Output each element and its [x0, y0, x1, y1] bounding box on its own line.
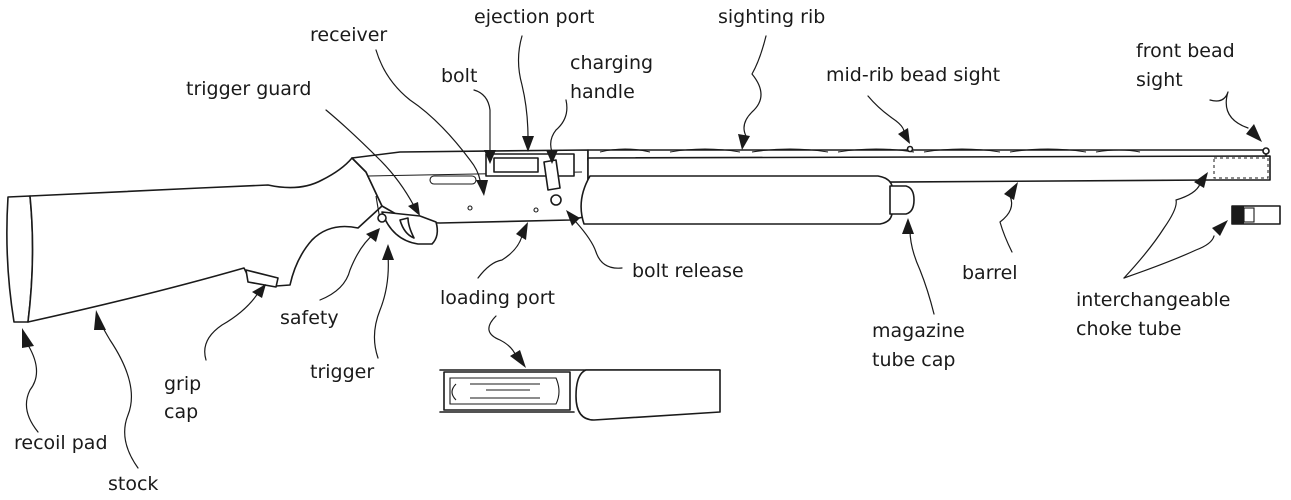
label-choke-tube-line2: choke tube	[1076, 318, 1181, 340]
labels: recoil pad stock grip cap trigger safety…	[14, 6, 1235, 495]
loading-port-inset	[439, 369, 721, 421]
magazine-tube-cap-shape	[889, 185, 915, 215]
label-recoil-pad: recoil pad	[14, 432, 108, 454]
label-magazine-tube-cap-line2: tube cap	[872, 349, 955, 371]
bolt-release-button	[550, 194, 562, 206]
label-safety: safety	[280, 307, 339, 329]
leader-lines	[22, 35, 1262, 469]
recoil-pad-shape	[6, 195, 34, 323]
label-mid-rib-bead-sight: mid-rib bead sight	[826, 64, 1000, 86]
label-bolt: bolt	[441, 65, 477, 87]
label-magazine-tube-cap-line1: magazine	[872, 320, 965, 342]
label-front-bead-sight-line2: sight	[1136, 69, 1183, 91]
label-choke-tube-line1: interchangeable	[1076, 289, 1230, 311]
trigger-shape	[399, 217, 415, 239]
choke-tube-part	[1231, 205, 1281, 225]
label-charging-handle-line1: charging	[570, 52, 653, 74]
label-loading-port: loading port	[440, 287, 555, 309]
label-grip-cap-line1: grip	[164, 373, 201, 395]
safety-button	[377, 213, 387, 223]
label-ejection-port: ejection port	[474, 6, 595, 28]
label-grip-cap-line2: cap	[164, 401, 198, 423]
grip-cap-shape	[245, 269, 279, 288]
label-stock: stock	[108, 473, 158, 495]
label-trigger-guard: trigger guard	[186, 78, 312, 100]
label-charging-handle-line2: handle	[570, 81, 635, 103]
label-barrel: barrel	[962, 262, 1018, 284]
mid-rib-bead	[906, 145, 914, 153]
front-bead	[1262, 147, 1270, 155]
forend-shape	[580, 175, 893, 225]
label-front-bead-sight-line1: front bead	[1136, 40, 1235, 62]
label-trigger: trigger	[310, 361, 374, 383]
label-sighting-rib: sighting rib	[718, 6, 825, 28]
label-receiver: receiver	[310, 24, 387, 46]
label-bolt-release: bolt release	[632, 260, 744, 282]
bolt-shape	[493, 157, 539, 173]
stock-shape	[27, 157, 383, 323]
choke-tube-in-barrel	[1213, 157, 1269, 179]
shotgun-illustration	[6, 145, 1281, 421]
